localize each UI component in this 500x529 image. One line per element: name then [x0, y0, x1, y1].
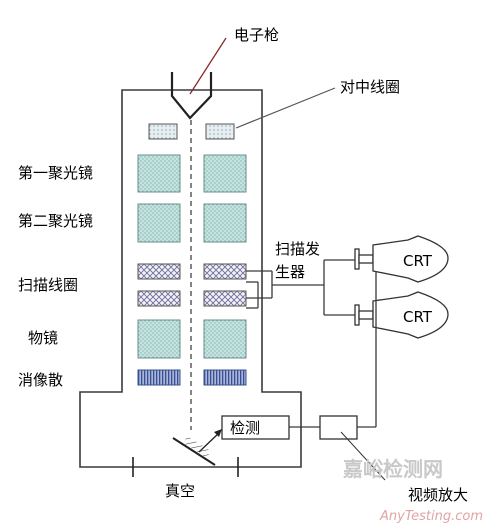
video-wiring	[289, 272, 377, 428]
objective-label: 物镜	[28, 329, 58, 347]
crt-bottom-label: CRT	[403, 308, 433, 326]
electron-gun	[170, 72, 213, 120]
detector-label: 检测	[230, 419, 260, 437]
centering-coil-right	[205, 123, 235, 140]
crt-bottom	[354, 291, 449, 339]
objective-right	[203, 319, 247, 359]
objective-left	[137, 319, 181, 359]
scan-coil-2-right	[203, 290, 247, 307]
first-condenser-left	[137, 154, 181, 193]
scan-coil-wiring	[246, 259, 355, 316]
vacuum-label: 真空	[165, 482, 195, 500]
video-amp-label: 视频放大	[408, 486, 468, 504]
scan-coil-label: 扫描线圈	[18, 276, 78, 294]
signal-arrowhead	[214, 429, 222, 437]
detector-box	[221, 415, 290, 440]
stigmator-left	[137, 369, 181, 386]
scan-generator-label-1: 扫描发	[275, 240, 320, 258]
second-condenser-label: 第二聚光镜	[18, 212, 93, 230]
scan-coil-1-right	[203, 263, 247, 280]
centering-coil-left	[148, 123, 178, 140]
signal-arrow	[198, 431, 221, 453]
electron-gun-pointer	[189, 37, 227, 95]
watermark-url: AnyTesting.com	[379, 509, 483, 524]
video-amp-box	[319, 415, 358, 440]
second-condenser-right	[203, 203, 247, 243]
stigmator-label: 消像散	[18, 371, 63, 389]
centering-coil-label: 对中线圈	[340, 78, 400, 96]
electron-gun-label: 电子枪	[234, 26, 279, 44]
column-outline	[79, 89, 302, 468]
second-condenser-left	[137, 203, 181, 243]
stigmator-right	[203, 369, 247, 386]
first-condenser-right	[203, 154, 247, 193]
sample	[172, 437, 216, 466]
sample-hatch	[183, 436, 211, 458]
scan-generator-label-2: 生器	[275, 263, 305, 281]
scan-coil-2-left	[137, 290, 181, 307]
watermark-main: 嘉峪检测网	[342, 457, 443, 481]
crt-top	[354, 235, 449, 283]
crt-top-label: CRT	[403, 252, 433, 270]
centering-coil-pointer	[235, 87, 336, 129]
video-amp-pointer	[340, 431, 386, 481]
first-condenser-label: 第一聚光镜	[18, 164, 93, 182]
scan-coil-1-left	[137, 263, 181, 280]
